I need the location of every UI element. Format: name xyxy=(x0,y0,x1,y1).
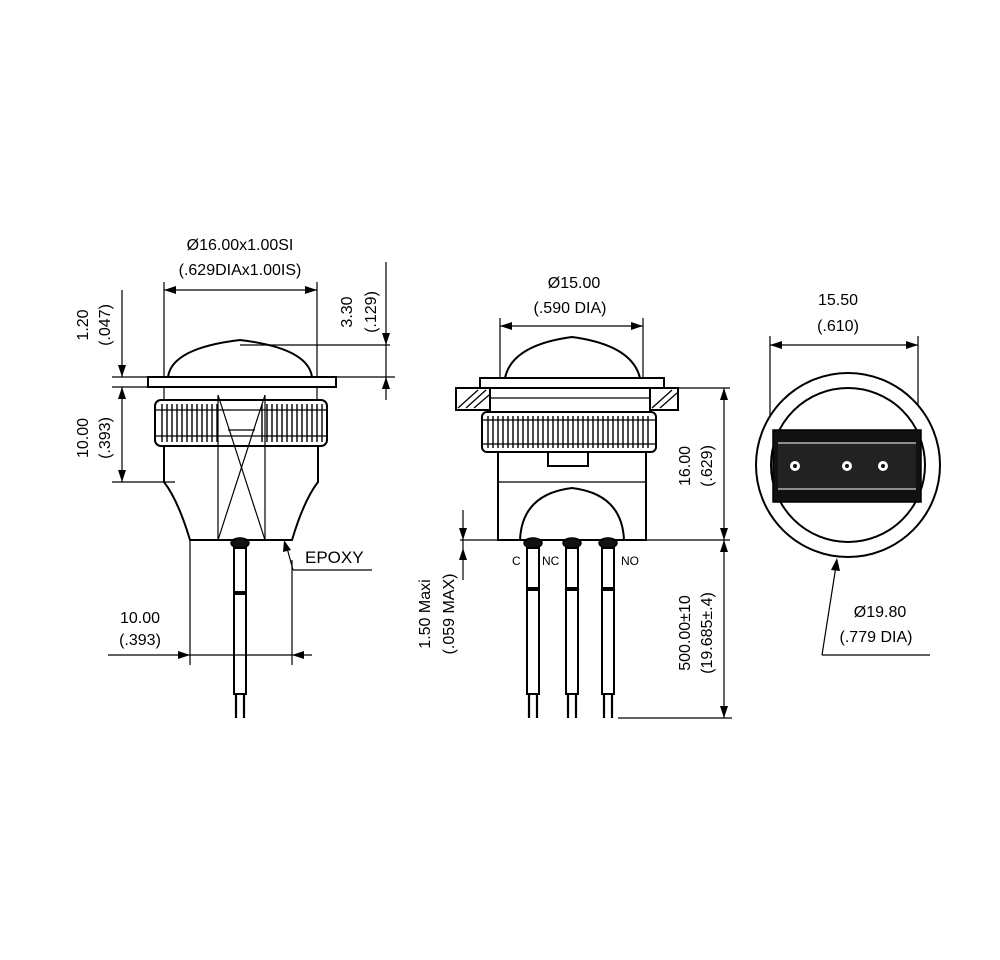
terminal-c-label: C xyxy=(512,554,521,568)
left-flange-in: (.047) xyxy=(97,304,114,346)
left-width-mm: 10.00 xyxy=(120,610,160,627)
middle-height-in: (.629) xyxy=(699,445,716,487)
left-flange-mm: 1.20 xyxy=(75,309,92,340)
left-dome-height-mm: 3.30 xyxy=(339,296,356,327)
middle-lead-in: (19.685±.4) xyxy=(699,592,716,674)
right-view: 15.50 (.610) Ø19.80 (.779 DIA) xyxy=(755,292,941,656)
right-dia-in: (.779 DIA) xyxy=(840,629,913,646)
middle-height-mm: 16.00 xyxy=(677,446,694,486)
middle-max-mm: 1.50 Maxi xyxy=(417,579,434,648)
right-width-in: (.610) xyxy=(817,318,859,335)
left-thread-dim-mm: Ø16.00x1.00SI xyxy=(187,237,294,254)
left-view: Ø16.00x1.00SI (.629DIAx1.00IS) xyxy=(75,237,395,718)
right-dia-mm: Ø19.80 xyxy=(854,604,907,621)
left-body-mm: 10.00 xyxy=(75,418,92,458)
middle-view: Ø15.00 (.590 DIA) xyxy=(417,275,732,719)
epoxy-label: EPOXY xyxy=(305,548,364,567)
middle-dia-in: (.590 DIA) xyxy=(534,300,607,317)
terminal-no-label: NO xyxy=(621,554,639,568)
right-width-mm: 15.50 xyxy=(818,292,858,309)
middle-max-in: (.059 MAX) xyxy=(441,574,458,655)
middle-dia-mm: Ø15.00 xyxy=(548,275,601,292)
terminal-nc-label: NC xyxy=(542,554,560,568)
middle-lead-mm: 500.00±10 xyxy=(677,595,694,671)
left-body-in: (.393) xyxy=(97,417,114,459)
left-thread-dim-in: (.629DIAx1.00IS) xyxy=(179,262,302,279)
left-dome-height-in: (.129) xyxy=(363,291,380,333)
left-width-in: (.393) xyxy=(119,632,161,649)
